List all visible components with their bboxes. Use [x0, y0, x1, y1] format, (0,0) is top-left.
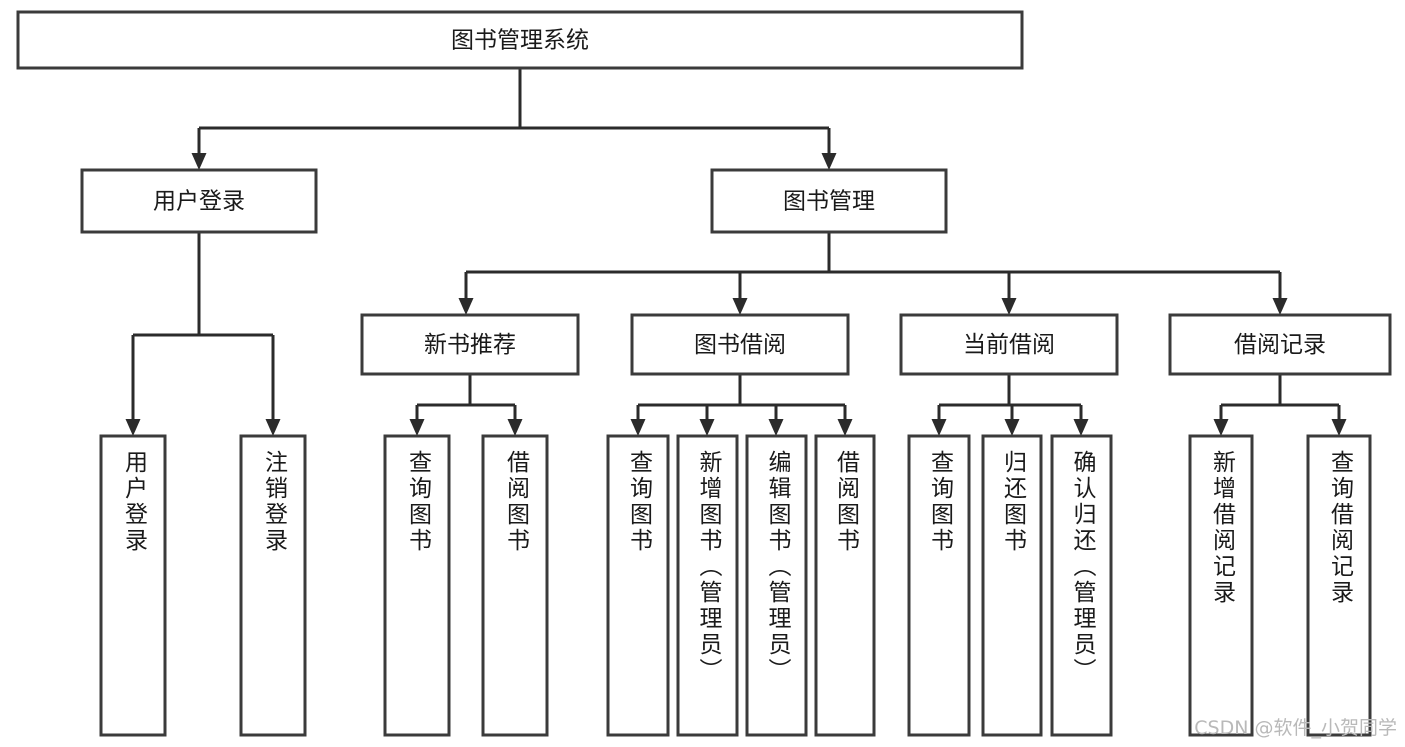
node-box-leaf-return-book[interactable]	[981, 434, 1043, 737]
node-label-new-book-recommend: 新书推荐	[424, 332, 516, 358]
connector-arrowhead-icon	[630, 419, 646, 436]
connector-arrowhead-icon	[1073, 419, 1089, 436]
node-box-new-book-recommend[interactable]	[360, 313, 580, 376]
node-label-borrow-record: 借阅记录	[1234, 332, 1326, 358]
node-box-root[interactable]	[16, 10, 1024, 70]
watermark-text: CSDN @软件_小贺同学	[1194, 717, 1397, 739]
node-box-leaf-borrow-book-2[interactable]	[814, 434, 876, 737]
connector-arrowhead-icon	[1272, 298, 1288, 315]
node-box-borrow-record[interactable]	[1168, 313, 1392, 376]
connector-arrowhead-icon	[1213, 419, 1229, 436]
connector-arrowhead-icon	[837, 419, 853, 436]
connector-arrowhead-icon	[821, 153, 837, 170]
node-box-leaf-query-borrow-record[interactable]	[1306, 434, 1372, 737]
connector-arrowhead-icon	[409, 419, 425, 436]
connector-arrowhead-icon	[191, 153, 207, 170]
connector-arrowhead-icon	[265, 419, 281, 436]
node-box-leaf-query-book-1[interactable]	[383, 434, 451, 737]
node-label-user-login: 用户登录	[153, 189, 245, 215]
node-box-book-management[interactable]	[710, 168, 948, 234]
node-box-book-borrow[interactable]	[630, 313, 850, 376]
node-box-leaf-logout[interactable]	[239, 434, 307, 737]
node-box-user-login[interactable]	[80, 168, 318, 234]
node-box-leaf-query-book-3[interactable]	[907, 434, 971, 737]
node-box-leaf-confirm-return[interactable]	[1050, 434, 1113, 737]
node-box-leaf-user-login[interactable]	[99, 434, 167, 737]
connector-arrowhead-icon	[768, 419, 784, 436]
connector-arrowhead-icon	[507, 419, 523, 436]
node-box-leaf-add-book[interactable]	[676, 434, 739, 737]
connector-arrowhead-icon	[1001, 298, 1017, 315]
node-box-leaf-edit-book[interactable]	[745, 434, 808, 737]
connector-arrowhead-icon	[732, 298, 748, 315]
connector-layer	[125, 68, 1347, 436]
connector-arrowhead-icon	[458, 298, 474, 315]
node-label-current-borrow: 当前借阅	[963, 332, 1055, 358]
node-box-leaf-borrow-book-1[interactable]	[481, 434, 549, 737]
connector-arrowhead-icon	[931, 419, 947, 436]
node-label-root: 图书管理系统	[451, 28, 589, 54]
connector-arrowhead-icon	[699, 419, 715, 436]
node-label-book-borrow: 图书借阅	[694, 332, 786, 358]
connector-arrowhead-icon	[1004, 419, 1020, 436]
node-box-current-borrow[interactable]	[899, 313, 1119, 376]
node-box-leaf-add-borrow-record[interactable]	[1188, 434, 1254, 737]
node-label-book-management: 图书管理	[783, 189, 875, 215]
connector-arrowhead-icon	[1331, 419, 1347, 436]
connector-arrowhead-icon	[125, 419, 141, 436]
node-box-leaf-query-book-2[interactable]	[606, 434, 670, 737]
node-box-layer	[16, 10, 1392, 737]
